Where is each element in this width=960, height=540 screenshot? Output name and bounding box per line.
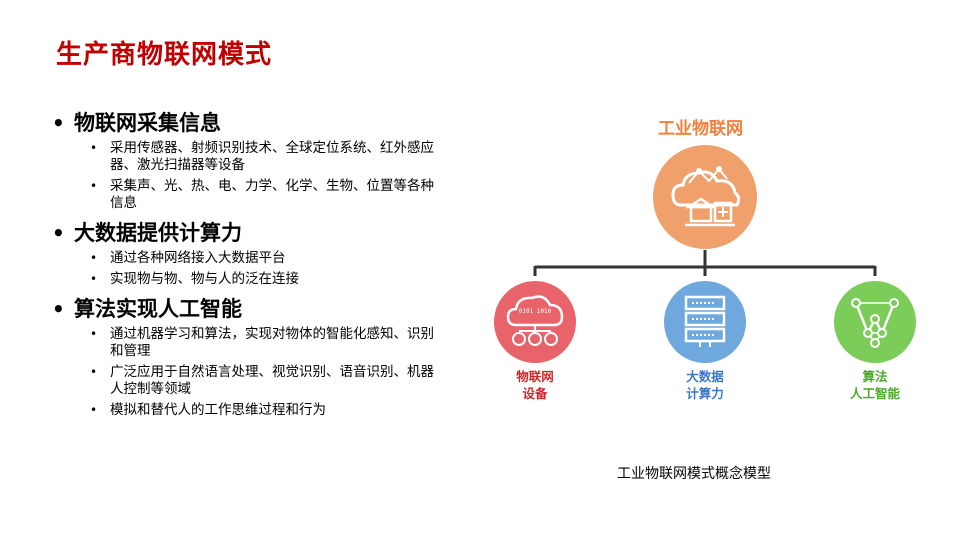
node-label-iot-devices: 物联网 设备 bbox=[495, 368, 575, 402]
cloud-devices-icon: 0101 1010 bbox=[506, 295, 564, 346]
node-circle-ai bbox=[834, 281, 916, 363]
section-heading: 大数据提供计算力 bbox=[74, 221, 242, 245]
node-circle-iot-devices: 0101 1010 bbox=[494, 281, 576, 363]
section-bigdata: •大数据提供计算力 •通过各种网络接入大数据平台 •实现物与物、物与人的泛在连接 bbox=[52, 218, 452, 288]
node-label-line: 物联网 bbox=[516, 369, 554, 384]
cloud-factory-icon bbox=[671, 166, 741, 227]
top-node-label: 工业物联网 bbox=[658, 119, 743, 139]
bullet-item: 实现物与物、物与人的泛在连接 bbox=[110, 271, 299, 287]
bullet-item: 模拟和替代人的工作思维过程和行为 bbox=[110, 402, 326, 418]
network-nodes-icon bbox=[851, 298, 899, 348]
bullet-item: 通过各种网络接入大数据平台 bbox=[110, 250, 286, 266]
node-label-ai: 算法 人工智能 bbox=[835, 368, 915, 402]
node-label-line: 计算力 bbox=[686, 386, 724, 401]
connector-lines bbox=[533, 250, 877, 276]
svg-text:0101 1010: 0101 1010 bbox=[519, 308, 552, 315]
server-rack-icon bbox=[684, 295, 726, 347]
page-title: 生产商物联网模式 bbox=[56, 40, 273, 70]
iot-concept-diagram: 工业物联网 0101 1010 bbox=[490, 100, 930, 500]
node-label-big-data: 大数据 计算力 bbox=[665, 368, 745, 402]
section-heading: 物联网采集信息 bbox=[74, 111, 221, 135]
bullet-item: 通过机器学习和算法，实现对物体的智能化感知、识别和管理 bbox=[110, 326, 434, 359]
node-label-line: 人工智能 bbox=[849, 386, 900, 401]
section-ai: •算法实现人工智能 •通过机器学习和算法，实现对物体的智能化感知、识别和管理 •… bbox=[52, 294, 452, 419]
node-label-line: 算法 bbox=[862, 369, 888, 384]
node-label-line: 大数据 bbox=[686, 369, 724, 384]
section-iot: •物联网采集信息 •采用传感器、射频识别技术、全球定位系统、红外感应器、激光扫描… bbox=[52, 108, 452, 212]
top-node-circle bbox=[653, 145, 757, 249]
bullet-item: 广泛应用于自然语言处理、视觉识别、语音识别、机器人控制等领域 bbox=[110, 364, 434, 397]
bullet-list: •物联网采集信息 •采用传感器、射频识别技术、全球定位系统、红外感应器、激光扫描… bbox=[52, 108, 452, 425]
node-circle-big-data bbox=[664, 281, 746, 363]
bullet-item: 采用传感器、射频识别技术、全球定位系统、红外感应器、激光扫描器等设备 bbox=[110, 140, 434, 173]
diagram-caption: 工业物联网模式概念模型 bbox=[617, 466, 771, 482]
section-heading: 算法实现人工智能 bbox=[74, 297, 242, 321]
bullet-item: 采集声、光、热、电、力学、化学、生物、位置等各种信息 bbox=[110, 178, 434, 211]
node-label-line: 设备 bbox=[522, 386, 548, 401]
